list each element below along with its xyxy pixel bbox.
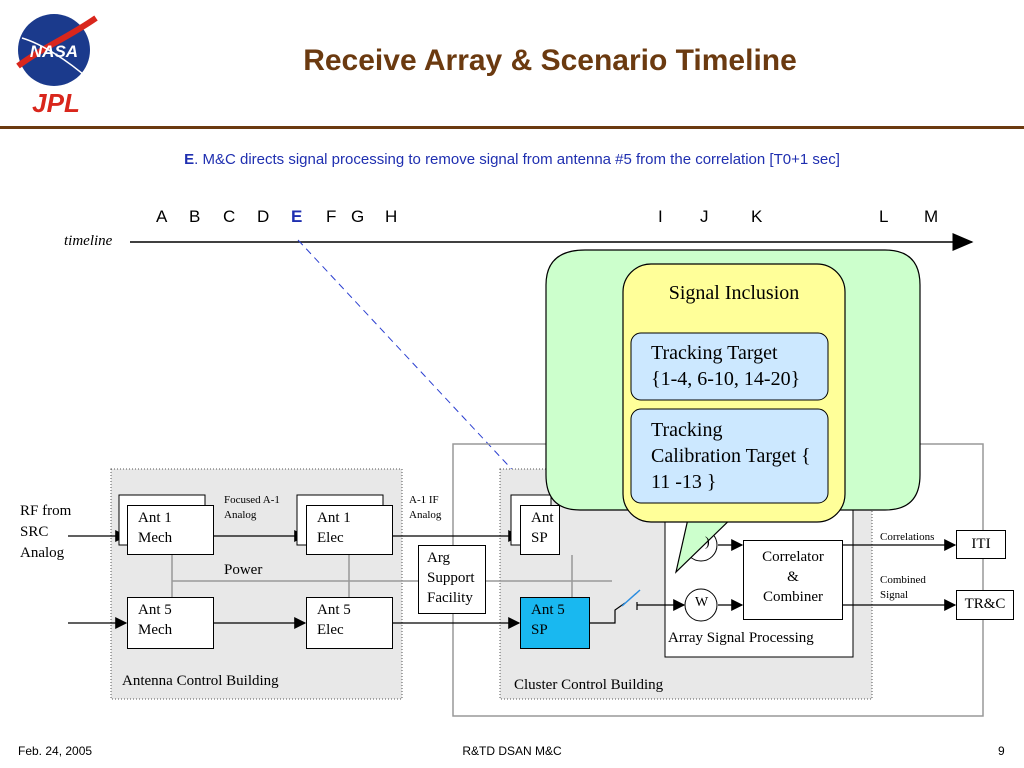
power-label: Power (224, 562, 263, 578)
step-description: E. M&C directs signal processing to remo… (0, 151, 1024, 168)
timeline-letter-b: B (189, 207, 201, 226)
timeline-letter-l: L (879, 207, 889, 226)
step-letter: E (184, 151, 195, 168)
tracking-target-text: Tracking Target {1-4, 6-10, 14-20} (651, 342, 801, 390)
timeline-letter-a: A (156, 207, 168, 226)
footer-page-number: 9 (998, 744, 1005, 758)
focused-analog-label: Focused A-1 Analog (224, 494, 280, 521)
timeline-letter-g: G (351, 207, 365, 226)
w-circle-bottom (684, 588, 718, 622)
w-weight-label: W (695, 595, 709, 610)
footer-center: R&TD DSAN M&C (462, 744, 562, 758)
ant1-elec-box: Ant 1 Elec (306, 505, 393, 555)
arg-support-facility-box: Arg Support Facility (418, 545, 486, 614)
array-signal-processing-label: Array Signal Processing (668, 630, 814, 646)
correlator-combiner-box: Correlator & Combiner (743, 540, 843, 620)
trc-box: TR&C (956, 590, 1014, 620)
calibration-target-text: Tracking Calibration Target { 11 -13 } (651, 419, 811, 493)
ant5-elec-box: Ant 5 Elec (306, 597, 393, 649)
timeline-pointer (297, 239, 631, 597)
cluster-building-label: Cluster Control Building (514, 677, 664, 693)
iti-box: ITI (956, 530, 1006, 559)
timeline-letter-d: D (257, 207, 270, 226)
footer-date: Feb. 24, 2005 (18, 744, 93, 758)
timeline-letter-j: J (700, 207, 709, 226)
antenna-building-label: Antenna Control Building (122, 673, 279, 689)
timeline-letter-k: K (751, 207, 763, 226)
header-rule (0, 126, 1024, 129)
ant5-sp-box: Ant 5 SP (520, 597, 590, 649)
rf-input-label: RF from SRC Analog (20, 503, 72, 561)
timeline-letter-i: I (658, 207, 663, 226)
timeline-letter-f: F (326, 207, 337, 226)
timeline-label: timeline (64, 233, 113, 249)
combined-signal-label: Combined Signal (880, 574, 926, 601)
page-title: Receive Array & Scenario Timeline (303, 44, 797, 77)
svg-text:NASA: NASA (30, 42, 78, 61)
ant1-sp-box: Ant SP (520, 505, 560, 555)
signal-inclusion-title: Signal Inclusion (668, 282, 800, 304)
ant5-mech-box: Ant 5 Mech (127, 597, 214, 649)
timeline-letter-c: C (223, 207, 236, 226)
nasa-jpl-logo: NASA JPL (12, 8, 102, 118)
w-weight-label-top: ) (705, 535, 710, 550)
calibration-target-box (630, 408, 829, 504)
switch-open (621, 589, 641, 607)
svg-text:JPL: JPL (32, 88, 80, 118)
timeline-letter-m: M (924, 207, 939, 226)
step-text: . M&C directs signal processing to remov… (194, 151, 840, 168)
correlations-label: Correlations (880, 531, 935, 543)
a1-if-label: A-1 IF Analog (409, 494, 442, 521)
tracking-target-box (630, 332, 829, 401)
timeline-letter-h: H (385, 207, 398, 226)
timeline-letter-e: E (291, 207, 303, 226)
nasa-meatball-icon: NASA JPL (16, 14, 98, 118)
ant1-mech-box: Ant 1 Mech (127, 505, 214, 555)
